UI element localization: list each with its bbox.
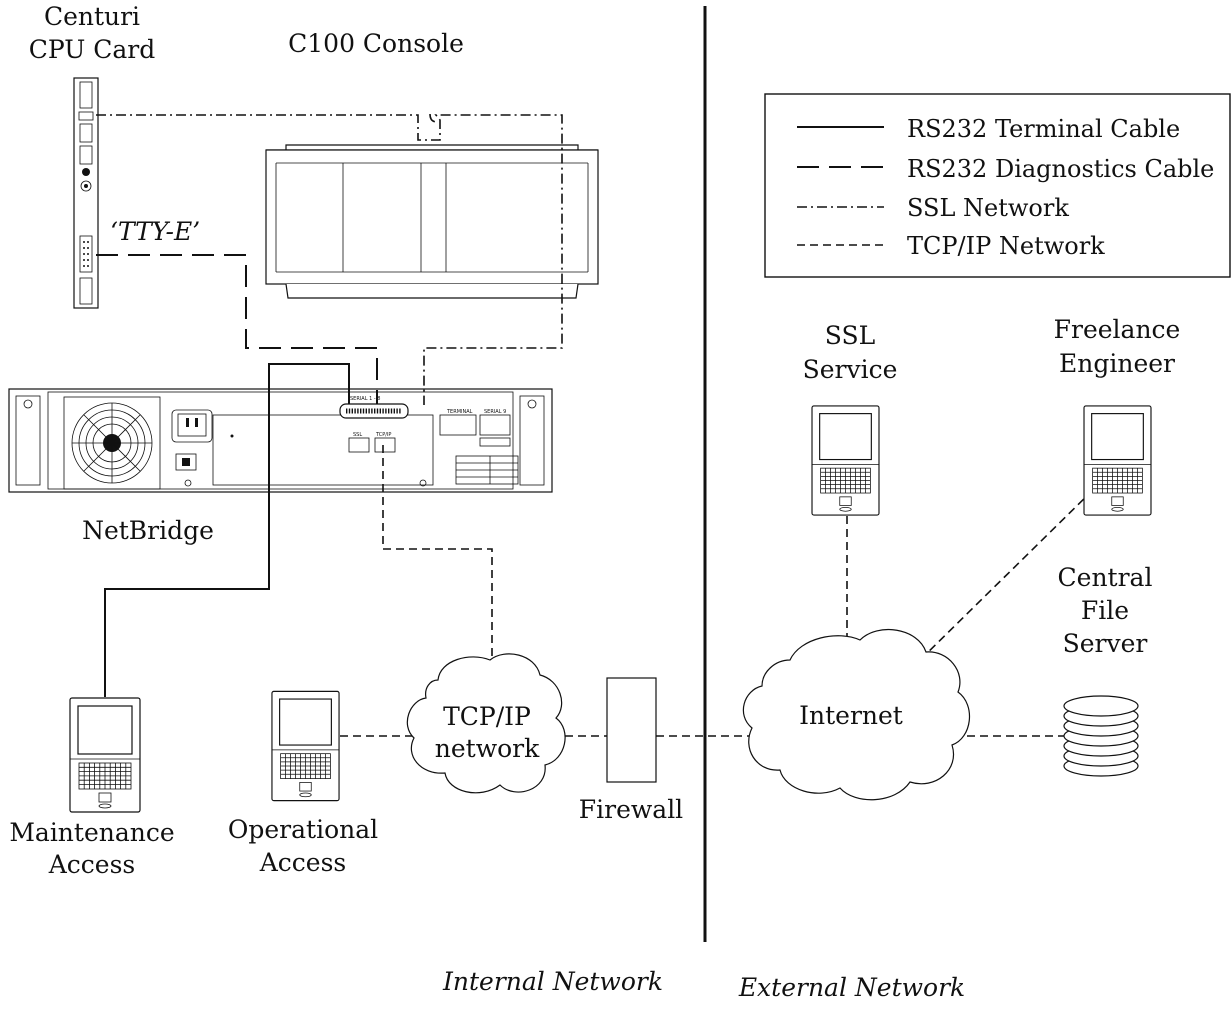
firewall-icon: [606, 677, 657, 783]
cpu-card-label-line1: Centuri: [44, 2, 140, 31]
ssl-service-laptop-icon: [811, 405, 880, 516]
panel-serial-label: SERIAL 1 - 8: [350, 396, 380, 402]
tcpip-cable-netbridge: [382, 445, 493, 660]
ssl-service-label-line1: SSL: [825, 321, 875, 350]
file-server-label-line3: Server: [1063, 629, 1148, 658]
external-network-label: External Network: [738, 973, 965, 1002]
freelance-label-line2: Engineer: [1059, 349, 1175, 378]
panel-ssl-label: SSL: [353, 432, 362, 438]
internal-network-label: Internal Network: [442, 967, 663, 996]
legend-terminal-label: RS232 Terminal Cable: [907, 115, 1180, 143]
tcpip-cloud-icon: [406, 653, 566, 794]
tcpip-cloud-label-line2: network: [435, 734, 540, 763]
internet-label: Internet: [799, 701, 903, 730]
console-label: C100 Console: [288, 29, 464, 58]
legend-ssl-label: SSL Network: [907, 194, 1069, 222]
freelance-laptop-icon: [1083, 405, 1152, 516]
maintenance-label-line1: Maintenance: [9, 818, 174, 847]
panel-tcpip-label: TCP/IP: [375, 432, 391, 438]
ssl-service-label-line2: Service: [803, 355, 898, 384]
ssl-cable-console: [429, 113, 438, 123]
internet-cloud-icon: [742, 628, 971, 801]
tcpip-cloud-label-line1: TCP/IP: [443, 702, 531, 731]
tcpip-link-freelance: [917, 489, 1094, 663]
maintenance-label-line2: Access: [48, 850, 136, 879]
cpu-card-label-line2: CPU Card: [29, 35, 156, 64]
cpu-card-icon: [73, 77, 99, 309]
tty-label: ‘TTY-E’: [110, 217, 200, 246]
operational-label-line2: Access: [259, 848, 347, 877]
file-server-label-line2: File: [1081, 596, 1129, 625]
freelance-label-line1: Freelance: [1054, 315, 1181, 344]
ssl-cable-card-to-netbridge: [96, 114, 563, 405]
legend: RS232 Terminal Cable RS232 Diagnostics C…: [764, 93, 1231, 278]
operational-laptop-icon: [271, 690, 340, 802]
netbridge-icon: SERIAL 1 - 8 SSL TCP/IP TERMINAL SERIAL …: [8, 388, 553, 493]
netbridge-label: NetBridge: [82, 516, 214, 545]
firewall-label: Firewall: [579, 795, 683, 824]
file-server-icon: [1063, 695, 1139, 777]
file-server-label-line1: Central: [1058, 563, 1153, 592]
panel-terminal-label: TERMINAL: [446, 409, 473, 415]
legend-tcpip-label: TCP/IP Network: [907, 232, 1105, 260]
terminal-cable: [104, 363, 350, 697]
diagnostics-cable: [96, 254, 378, 404]
legend-diagnostics-label: RS232 Diagnostics Cable: [907, 155, 1214, 183]
operational-label-line1: Operational: [228, 815, 378, 844]
maintenance-laptop-icon: [69, 697, 141, 813]
panel-serial9-label: SERIAL 9: [484, 409, 506, 415]
c100-console-icon: [265, 144, 599, 299]
